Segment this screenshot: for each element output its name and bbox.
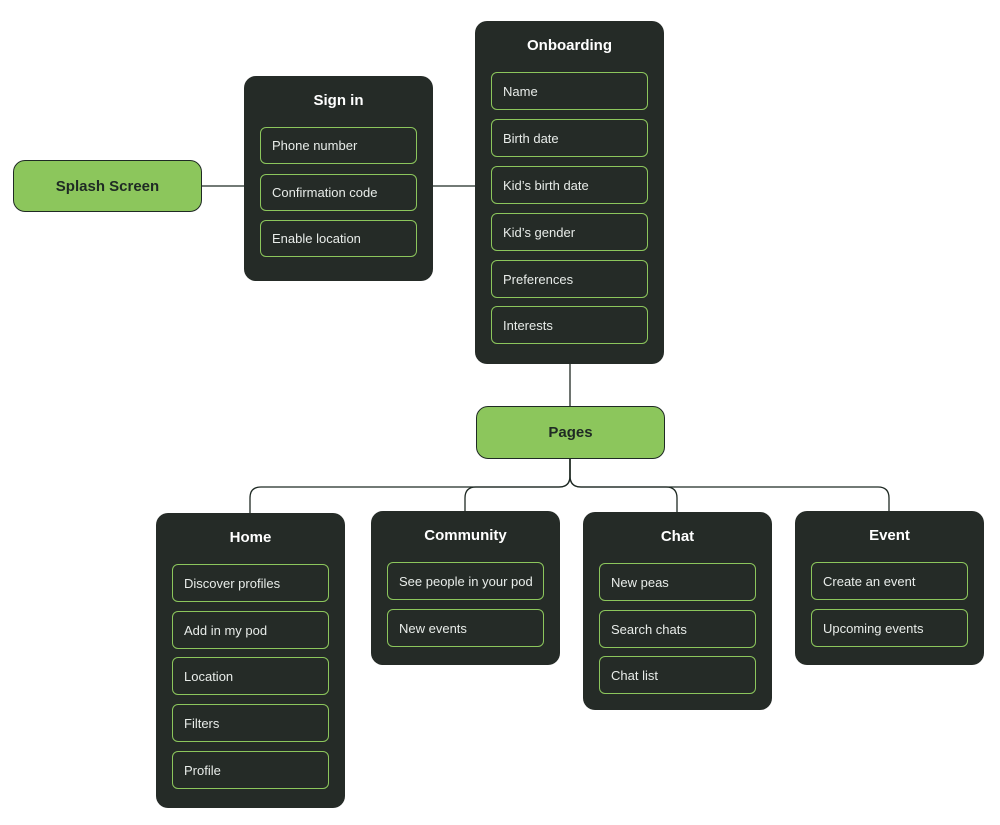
community-panel: Community See people in your pod New eve…: [371, 511, 560, 665]
onboarding-item-name: Name: [491, 72, 648, 110]
home-title: Home: [229, 529, 272, 546]
pages-label: Pages: [548, 424, 593, 441]
home-panel: Home Discover profiles Add in my pod Loc…: [156, 513, 345, 808]
onboarding-item-kids-gender: Kid’s gender: [491, 213, 648, 251]
home-item-filters: Filters: [172, 704, 329, 742]
home-item-location: Location: [172, 657, 329, 695]
splash-screen-node: Splash Screen: [13, 160, 202, 212]
splash-screen-label: Splash Screen: [55, 177, 160, 195]
onboarding-panel: Onboarding Name Birth date Kid’s birth d…: [475, 21, 664, 364]
community-item-new-events: New events: [387, 609, 544, 647]
event-item-create-an-event: Create an event: [811, 562, 968, 600]
signin-title: Sign in: [313, 92, 364, 109]
chat-item-new-peas: New peas: [599, 563, 756, 601]
onboarding-item-kids-birth-date: Kid’s birth date: [491, 166, 648, 204]
signin-item-phone-number: Phone number: [260, 127, 417, 164]
onboarding-item-birth-date: Birth date: [491, 119, 648, 157]
connector-pages-chat: [569, 458, 678, 513]
onboarding-item-interests: Interests: [491, 306, 648, 344]
signin-item-enable-location: Enable location: [260, 220, 417, 257]
chat-item-chat-list: Chat list: [599, 656, 756, 694]
connector-pages-community: [464, 458, 571, 512]
chat-item-search-chats: Search chats: [599, 610, 756, 648]
onboarding-title: Onboarding: [527, 37, 612, 54]
event-panel: Event Create an event Upcoming events: [795, 511, 984, 665]
event-title: Event: [869, 527, 910, 544]
signin-panel: Sign in Phone number Confirmation code E…: [244, 76, 433, 281]
pages-node: Pages: [476, 406, 665, 459]
connector-pages-event: [569, 458, 890, 512]
community-title: Community: [424, 527, 507, 544]
signin-item-confirmation-code: Confirmation code: [260, 174, 417, 211]
home-item-profile: Profile: [172, 751, 329, 789]
chat-panel: Chat New peas Search chats Chat list: [583, 512, 772, 710]
community-item-see-people-in-your-pod: See people in your pod: [387, 562, 544, 600]
onboarding-item-preferences: Preferences: [491, 260, 648, 298]
connector-pages-home: [249, 458, 571, 514]
home-item-discover-profiles: Discover profiles: [172, 564, 329, 602]
event-item-upcoming-events: Upcoming events: [811, 609, 968, 647]
home-item-add-in-my-pod: Add in my pod: [172, 611, 329, 649]
chat-title: Chat: [660, 528, 695, 545]
